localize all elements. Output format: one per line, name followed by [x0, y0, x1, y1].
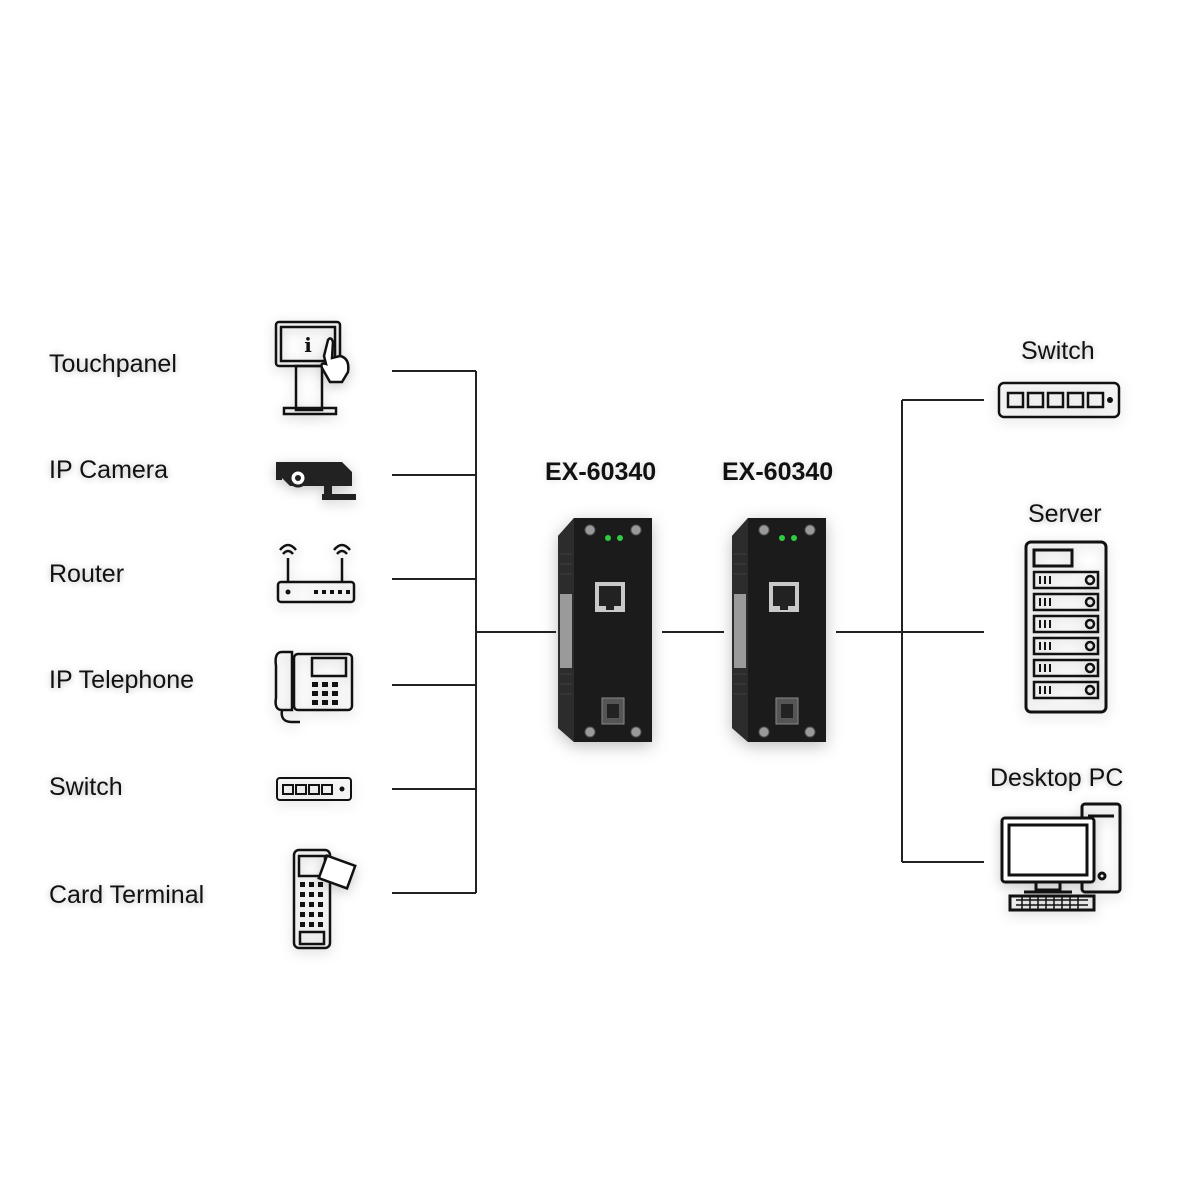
- label-server: Server: [1028, 500, 1102, 528]
- label-switch-left: Switch: [49, 773, 123, 801]
- ip-camera-icon: [276, 462, 356, 500]
- label-touchpanel: Touchpanel: [49, 350, 177, 378]
- touchpanel-kiosk-icon: i: [274, 320, 350, 416]
- media-converter-2: [732, 518, 826, 742]
- switch-icon-left: [276, 777, 352, 801]
- label-ip-camera: IP Camera: [49, 456, 169, 484]
- label-card-terminal: Card Terminal: [49, 881, 205, 909]
- label-router: Router: [49, 560, 125, 588]
- converter-model-label-1: EX-60340: [545, 458, 657, 486]
- ip-telephone-icon: [274, 650, 354, 724]
- desktop-pc-icon: [1000, 802, 1122, 912]
- switch-icon-right: [997, 381, 1121, 419]
- label-switch-right: Switch: [1021, 337, 1095, 365]
- router-icon: [276, 543, 356, 604]
- label-ip-telephone: IP Telephone: [49, 666, 195, 694]
- converter-model-label-2: EX-60340: [722, 458, 834, 486]
- card-terminal-icon: [292, 848, 357, 950]
- media-converter-1: [558, 518, 652, 742]
- server-rack-icon: [1024, 540, 1108, 714]
- svg-text:i: i: [304, 333, 312, 357]
- label-desktop-pc: Desktop PC: [990, 764, 1124, 792]
